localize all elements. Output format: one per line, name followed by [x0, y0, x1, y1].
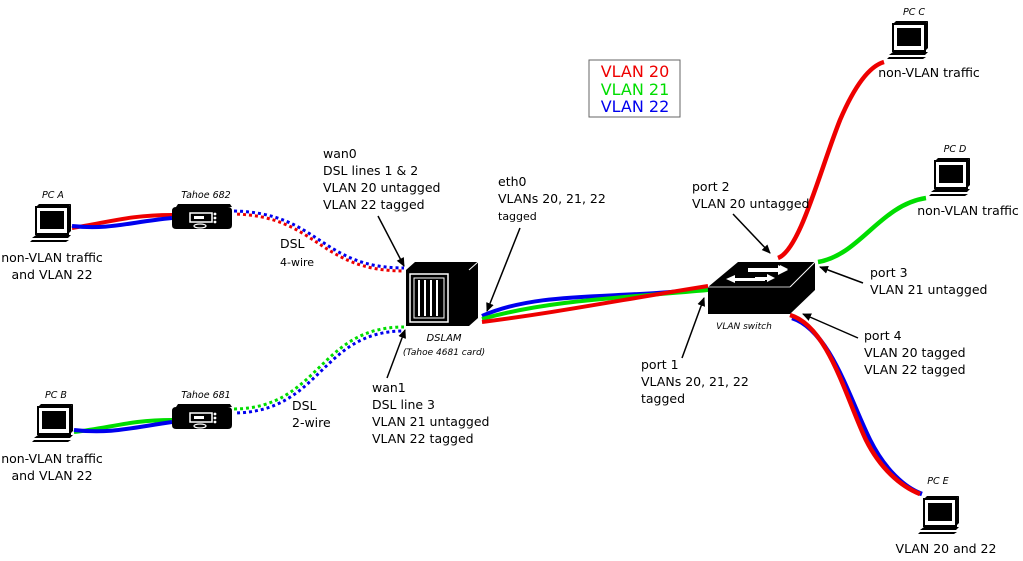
computer-icon [917, 495, 960, 535]
link-pc-a-to-modem-682 [71, 213, 173, 230]
wan1-line-3: VLAN 21 untagged [372, 414, 489, 429]
port3-line-2: VLAN 21 untagged [870, 282, 987, 297]
dsl-4-wire-line-2: 4-wire [280, 256, 314, 269]
link-switch-port2-to-pc-c [776, 59, 885, 261]
dslam-icon [406, 261, 479, 326]
modem-682-name: Tahoe 682 [181, 190, 230, 201]
annotation-wan1: wan1 DSL line 3 VLAN 21 untagged VLAN 22… [372, 329, 489, 446]
annotation-wan0: wan0 DSL lines 1 & 2 VLAN 20 untagged VL… [323, 146, 440, 267]
link-dsl-2-wire [233, 325, 405, 415]
port3-line-1: port 3 [870, 265, 908, 280]
legend-item-vlan21: VLAN 21 [601, 80, 670, 99]
dsl-modem-icon [171, 403, 233, 430]
dsl-4-wire-line-1: DSL [280, 236, 305, 251]
computer-icon [29, 203, 72, 243]
port1-line-2: VLANs 20, 21, 22 [641, 374, 749, 389]
pc-d[interactable]: PC D non-VLAN traffic [917, 144, 1019, 218]
pc-b-caption-1: non-VLAN traffic [1, 451, 103, 466]
pc-a-name: PC A [42, 190, 64, 201]
port4-line-1: port 4 [864, 328, 902, 343]
switch-name: VLAN switch [716, 322, 772, 332]
annotation-eth0: eth0 VLANs 20, 21, 22 tagged [486, 174, 606, 312]
link-switch-port4-to-pc-e [789, 312, 923, 497]
eth0-line-2: VLANs 20, 21, 22 [498, 191, 606, 206]
label-dsl-4-wire: DSL 4-wire [280, 236, 314, 269]
legend: VLAN 20 VLAN 21 VLAN 22 [588, 59, 681, 118]
port4-arrow [802, 313, 859, 339]
dslam[interactable]: DSLAM (Tahoe 4681 card) [403, 261, 485, 358]
link-trunk-dslam-to-switch [481, 284, 709, 324]
annotation-port2: port 2 VLAN 20 untagged [692, 179, 809, 254]
wan1-line-4: VLAN 22 tagged [372, 431, 474, 446]
eth0-line-3: tagged [498, 210, 537, 223]
modem-681-name: Tahoe 681 [181, 390, 230, 401]
pc-b-name: PC B [45, 390, 67, 401]
pc-b-caption-2: and VLAN 22 [11, 468, 92, 483]
legend-item-vlan20: VLAN 20 [601, 62, 670, 81]
switch-icon [708, 261, 816, 314]
dsl-2-wire-line-2: 2-wire [292, 415, 331, 430]
eth0-line-1: eth0 [498, 174, 527, 189]
legend-item-vlan22: VLAN 22 [601, 97, 670, 116]
vlan-switch[interactable]: VLAN switch [708, 261, 816, 332]
wan0-line-1: wan0 [323, 146, 357, 161]
computer-icon [886, 20, 929, 60]
annotation-port3: port 3 VLAN 21 untagged [819, 265, 987, 297]
wan1-line-2: DSL line 3 [372, 397, 435, 412]
port1-line-3: tagged [641, 391, 685, 406]
port4-line-3: VLAN 22 tagged [864, 362, 966, 377]
wan0-line-3: VLAN 20 untagged [323, 180, 440, 195]
wan0-line-4: VLAN 22 tagged [323, 197, 425, 212]
pc-e[interactable]: PC E VLAN 20 and 22 [896, 476, 997, 556]
port4-line-2: VLAN 20 tagged [864, 345, 966, 360]
port2-line-2: VLAN 20 untagged [692, 196, 809, 211]
dsl-modem-icon [171, 203, 233, 230]
port1-line-1: port 1 [641, 357, 679, 372]
pc-c[interactable]: PC C non-VLAN traffic [878, 7, 980, 80]
annotation-port1: port 1 VLANs 20, 21, 22 tagged [641, 297, 749, 406]
annotation-port4: port 4 VLAN 20 tagged VLAN 22 tagged [802, 313, 966, 377]
wan0-line-2: DSL lines 1 & 2 [323, 163, 418, 178]
wan1-line-1: wan1 [372, 380, 406, 395]
pc-c-caption: non-VLAN traffic [878, 65, 980, 80]
link-pc-b-to-modem-681 [73, 418, 173, 434]
wan0-arrow [377, 215, 405, 267]
modem-tahoe-682[interactable]: Tahoe 682 [171, 190, 233, 230]
pc-b[interactable]: PC B non-VLAN traffic and VLAN 22 [1, 390, 103, 483]
eth0-arrow [486, 227, 521, 312]
pc-e-name: PC E [927, 476, 948, 487]
dsl-2-wire-line-1: DSL [292, 398, 317, 413]
pc-d-caption: non-VLAN traffic [917, 203, 1019, 218]
pc-a[interactable]: PC A non-VLAN traffic and VLAN 22 [1, 190, 103, 282]
modem-tahoe-681[interactable]: Tahoe 681 [171, 390, 233, 430]
dslam-name: DSLAM [426, 333, 461, 344]
pc-a-caption-1: non-VLAN traffic [1, 250, 103, 265]
port3-arrow [819, 266, 864, 284]
pc-d-name: PC D [944, 144, 967, 155]
computer-icon [31, 403, 74, 443]
legend-box [588, 59, 681, 118]
pc-a-caption-2: and VLAN 22 [11, 267, 92, 282]
wan1-arrow [386, 329, 406, 379]
link-dsl-4-wire [233, 209, 405, 273]
label-dsl-2-wire: DSL 2-wire [292, 398, 331, 430]
computer-icon [928, 157, 971, 197]
dslam-subtitle: (Tahoe 4681 card) [403, 348, 485, 358]
link-switch-port3-to-pc-d [817, 195, 927, 265]
pc-e-caption: VLAN 20 and 22 [896, 541, 997, 556]
port1-arrow [681, 297, 706, 359]
port2-line-1: port 2 [692, 179, 730, 194]
pc-c-name: PC C [903, 7, 925, 18]
port2-arrow [732, 213, 771, 254]
